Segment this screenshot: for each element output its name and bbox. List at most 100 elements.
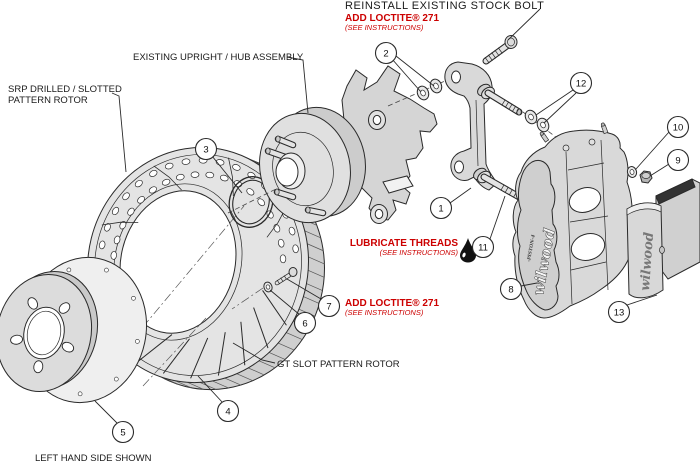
washer-hole [540, 121, 546, 129]
bracket-mounting-studs [480, 89, 525, 202]
callout-8-num: 8 [508, 284, 513, 295]
upright-hub-assembly [259, 65, 438, 224]
rotor-bolt-hardware [263, 267, 298, 293]
lubricate-note-line2: (SEE INSTRUCTIONS) [380, 248, 459, 257]
lubricant-drop-icon [460, 238, 476, 263]
callout-12-num: 12 [576, 78, 587, 89]
stock-bolt-head [504, 35, 518, 49]
callout-5: 5 [111, 420, 135, 444]
nut-top-face [641, 172, 651, 179]
washer-hole [629, 169, 635, 175]
callout-11: 11 [471, 235, 495, 259]
callout-3-num: 3 [203, 144, 208, 155]
callout-4: 4 [216, 399, 240, 423]
stock-bolt [482, 41, 512, 65]
wheel-studs [264, 135, 327, 217]
callout-5-num: 5 [120, 427, 125, 438]
rotor-bolt-head [288, 267, 298, 277]
callout-2-num: 2 [383, 48, 388, 59]
callout-7: 7 [317, 294, 341, 318]
callout-3: 3 [194, 137, 218, 161]
brake-pads: wilwood [626, 178, 700, 299]
stock-bolt-note-line1: REINSTALL EXISTING STOCK BOLT [345, 0, 544, 12]
callout-6-num: 6 [302, 318, 307, 329]
rotor-inner-ring [113, 183, 243, 341]
caliper-bridge-window [570, 233, 606, 261]
caliper-piston-lobe [517, 159, 560, 311]
upright-top-ear-hole [372, 114, 382, 126]
washer-hole [265, 284, 271, 290]
footer-label: LEFT HAND SIDE SHOWN [35, 453, 152, 464]
callout-9-num: 9 [675, 155, 680, 166]
stock-bolt-note-line2: ADD LOCTITE® 271 [345, 13, 439, 24]
outboard-pad-top-edge [626, 202, 662, 216]
washer-hole [433, 82, 439, 90]
upright-foot [382, 175, 414, 194]
hub-bore-face [275, 157, 299, 187]
washer-hole [420, 89, 426, 97]
callout-8: 8 [499, 277, 523, 301]
callout-10: 10 [666, 115, 690, 139]
hub-flange-ring [272, 131, 334, 207]
callout-4-num: 4 [225, 406, 230, 417]
pad-tab [659, 246, 665, 254]
bracket-edge-line [475, 99, 479, 167]
hat-stud-holes [10, 297, 75, 374]
text-annotations: REINSTALL EXISTING STOCK BOLT ADD LOCTIT… [8, 0, 544, 464]
rotor-center-opening [119, 190, 237, 334]
caliper-detail-lines [565, 139, 609, 305]
callout-2: 2 [374, 41, 398, 65]
callout-13-num: 13 [614, 307, 625, 318]
srp-rotor-label-line2: PATTERN ROTOR [8, 95, 88, 106]
rotor-rim-line [94, 154, 302, 376]
o-ring [228, 176, 274, 228]
gt-rotor-label: GT SLOT PATTERN ROTOR [277, 359, 400, 370]
o-ring-inner [232, 179, 270, 225]
callout-11-num: 11 [478, 242, 488, 253]
callout-10-num: 10 [673, 122, 684, 133]
callout-7-num: 7 [326, 301, 331, 312]
assembly-axis-lines [131, 205, 264, 387]
callout-6: 6 [293, 311, 317, 335]
bracket-bottom-ear-hole [454, 160, 464, 174]
label-leader-lines [111, 8, 541, 364]
rotor-mount-bolt [274, 271, 294, 286]
loctite-note-line2: (SEE INSTRUCTIONS) [345, 308, 424, 317]
upright-body [341, 65, 438, 221]
drop-highlight [462, 252, 466, 258]
callouts: 1 2 3 4 5 6 7 8 9 10 11 12 13 [111, 41, 690, 444]
washer-hole [528, 113, 534, 121]
upright-label: EXISTING UPRIGHT / HUB ASSEMBLY [133, 52, 304, 63]
pad-wilwood-logo: wilwood [638, 232, 657, 292]
upright-lower-boss-hole [374, 208, 384, 220]
bridge-bolt [562, 144, 570, 152]
shim-washers-item2 [416, 78, 443, 101]
hat-center-bore [23, 306, 65, 360]
callout-9: 9 [666, 148, 690, 172]
rotor-gt-slots [138, 290, 287, 379]
stock-bolt-head-inner [507, 37, 515, 47]
callout-13: 13 [607, 300, 631, 324]
caliper-piston-label: -PISTON-4 [526, 234, 537, 262]
bleed-screw [539, 131, 550, 143]
callout-12: 12 [569, 71, 593, 95]
bridge-bolt [588, 138, 596, 146]
caliper-nut-washer [626, 166, 653, 184]
hat-center-bore-inner [26, 310, 62, 356]
srp-rotor-label-line1: SRP DRILLED / SLOTTED [8, 84, 122, 95]
rotor-hat [0, 256, 148, 404]
callout-1: 1 [429, 196, 453, 220]
caliper-bridge-window [568, 187, 602, 213]
loctite-note-line1: ADD LOCTITE® 271 [345, 298, 439, 309]
stock-bolt-hardware [416, 35, 518, 101]
callout-leader-lines [94, 55, 670, 425]
lubricate-note-line1: LUBRICATE THREADS [350, 238, 458, 249]
o-ring-outer [228, 176, 274, 228]
bracket-top-ear-hole [451, 70, 461, 84]
inboard-pad-friction [655, 178, 696, 205]
callout-1-num: 1 [438, 203, 443, 214]
stock-bolt-note-line3: (SEE INSTRUCTIONS) [345, 23, 424, 32]
bleed-screw [600, 122, 609, 135]
